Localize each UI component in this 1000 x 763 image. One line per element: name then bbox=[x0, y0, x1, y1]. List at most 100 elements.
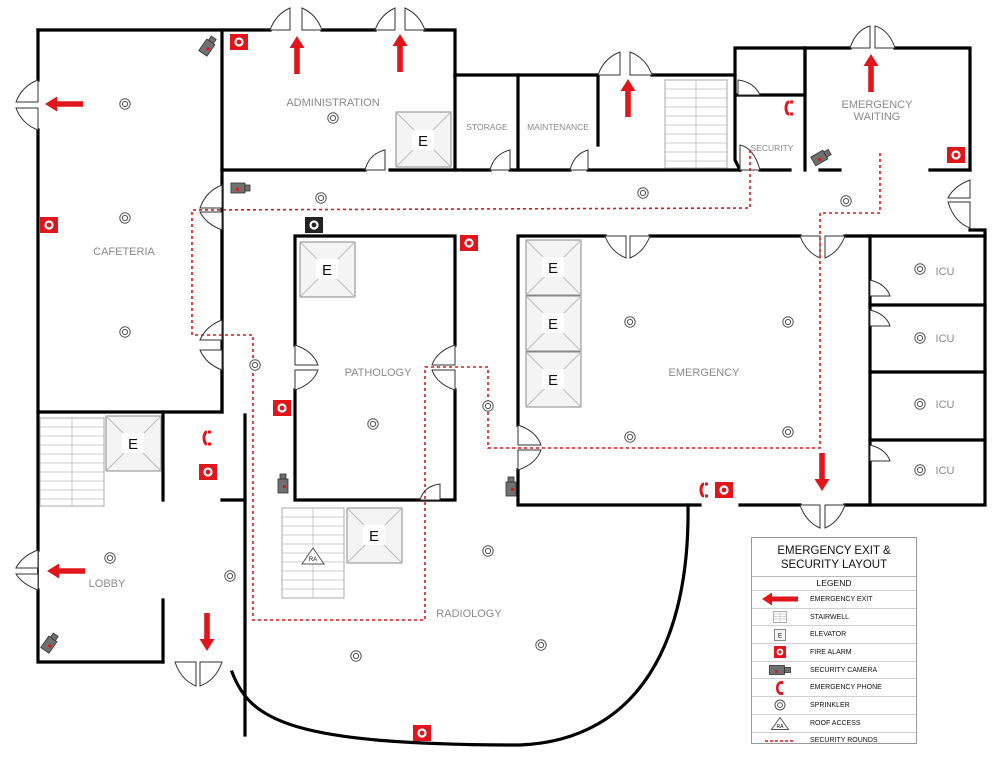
emergency-phone-icon bbox=[202, 429, 213, 447]
svg-text:RA: RA bbox=[777, 724, 785, 730]
exit-arrow-icon bbox=[392, 34, 408, 72]
legend: EMERGENCY EXIT & SECURITY LAYOUT LEGEND … bbox=[751, 537, 917, 744]
fire-alarm-icon bbox=[947, 147, 965, 163]
sprinkler-icon bbox=[624, 431, 636, 443]
legend-item: SECURITY CAMERA bbox=[752, 660, 916, 679]
room-label-pathology: PATHOLOGY bbox=[345, 367, 412, 379]
svg-text:E: E bbox=[418, 133, 428, 150]
sprinkler-icon bbox=[535, 639, 547, 651]
sprinkler-icon bbox=[782, 426, 794, 438]
roof-access-icon: RA bbox=[301, 547, 325, 565]
exit-arrow-icon bbox=[47, 563, 85, 579]
sprinkler-icon bbox=[782, 316, 794, 328]
legend-title: EMERGENCY EXIT & SECURITY LAYOUT bbox=[777, 545, 891, 571]
sprinkler-icon bbox=[914, 398, 926, 410]
svg-text:E: E bbox=[369, 528, 379, 545]
legend-item: E ELEVATOR bbox=[752, 625, 916, 643]
legend-item: STAIRWELL bbox=[752, 607, 916, 626]
elevator-emergency-1: E bbox=[525, 239, 582, 296]
sprinkler-icon bbox=[482, 400, 494, 412]
sprinkler-icon bbox=[840, 195, 852, 207]
exit-arrow-icon bbox=[762, 592, 798, 606]
elevator-emergency-3: E bbox=[525, 351, 582, 408]
security-camera-icon bbox=[277, 473, 289, 494]
building-walls bbox=[36, 28, 987, 747]
room-label-emergency-waiting-1: EMERGENCY bbox=[842, 99, 914, 111]
exit-arrow-icon bbox=[289, 36, 305, 74]
sprinkler-icon bbox=[119, 326, 131, 338]
sprinkler-icon bbox=[914, 263, 926, 275]
fire-alarm-icon bbox=[715, 482, 733, 498]
security-rounds-route bbox=[191, 150, 881, 621]
sprinkler-icon bbox=[482, 545, 494, 557]
elevator-icon: E bbox=[774, 628, 786, 641]
security-camera-icon bbox=[505, 476, 517, 497]
elevator-pathology: E bbox=[299, 241, 356, 298]
sprinkler-icon bbox=[119, 98, 131, 110]
svg-text:E: E bbox=[548, 372, 558, 389]
sprinkler-icon bbox=[315, 192, 327, 204]
svg-text:E: E bbox=[128, 436, 138, 453]
legend-item: FIRE ALARM bbox=[752, 643, 916, 661]
sprinkler-icon bbox=[327, 112, 339, 124]
room-label-emergency-waiting-2: WAITING bbox=[854, 111, 901, 123]
fire-alarm-icon bbox=[413, 725, 431, 741]
room-label-security: SECURITY bbox=[751, 143, 794, 153]
elevator-lobby: E bbox=[105, 415, 162, 472]
doors bbox=[15, 7, 971, 687]
sprinkler-icon bbox=[224, 570, 236, 582]
fire-alarm-icon bbox=[199, 464, 217, 480]
fire-alarm-icon bbox=[230, 34, 248, 50]
elevator-radiology: E bbox=[346, 507, 403, 564]
exit-arrow-icon bbox=[814, 453, 830, 491]
room-label-icu-2: ICU bbox=[936, 333, 955, 345]
sprinkler-icon bbox=[637, 187, 649, 199]
security-camera-icon bbox=[769, 665, 791, 675]
security-camera-icon bbox=[810, 147, 833, 167]
room-label-storage: STORAGE bbox=[466, 122, 508, 132]
sprinkler-icon bbox=[350, 650, 362, 662]
room-label-lobby: LOBBY bbox=[89, 578, 126, 590]
sprinkler-icon bbox=[624, 316, 636, 328]
fire-alarm-icon bbox=[774, 646, 786, 659]
sprinkler-icon bbox=[914, 464, 926, 476]
fire-alarm-icon bbox=[305, 217, 323, 233]
fire-alarm-icon bbox=[273, 400, 291, 416]
svg-text:E: E bbox=[322, 262, 332, 279]
exit-arrow-icon bbox=[620, 79, 636, 117]
elevator-emergency-2: E bbox=[525, 295, 582, 352]
fire-alarm-icon bbox=[460, 235, 478, 251]
sprinkler-icon bbox=[119, 212, 131, 224]
exit-arrow-icon bbox=[199, 613, 215, 651]
sprinkler-icon bbox=[914, 332, 926, 344]
stairwell-lobby bbox=[39, 417, 105, 507]
legend-item: RA ROOF ACCESS bbox=[752, 713, 916, 732]
svg-text:E: E bbox=[548, 316, 558, 333]
security-camera-icon bbox=[40, 631, 61, 654]
room-label-icu-3: ICU bbox=[936, 399, 955, 411]
svg-text:E: E bbox=[548, 260, 558, 277]
elevator-admin: E bbox=[395, 111, 452, 168]
sprinkler-icon bbox=[774, 699, 786, 711]
room-label-icu-4: ICU bbox=[936, 465, 955, 477]
exit-arrow-icon bbox=[863, 54, 879, 92]
room-label-administration: ADMINISTRATION bbox=[286, 97, 379, 109]
roof-access-icon: RA bbox=[771, 716, 789, 730]
room-label-cafeteria: CAFETERIA bbox=[93, 246, 155, 258]
room-label-icu-1: ICU bbox=[936, 266, 955, 278]
room-label-radiology: RADIOLOGY bbox=[436, 608, 502, 620]
legend-item: SPRINKLER bbox=[752, 696, 916, 714]
svg-text:RA: RA bbox=[309, 557, 317, 563]
security-camera-icon bbox=[198, 34, 219, 57]
fire-alarm-icon bbox=[40, 217, 58, 233]
legend-item: EMERGENCY PHONE bbox=[752, 678, 916, 696]
security-camera-icon bbox=[230, 182, 251, 194]
sprinkler-icon bbox=[249, 359, 261, 371]
legend-heading: LEGEND bbox=[752, 576, 916, 590]
security-rounds-icon bbox=[765, 740, 795, 742]
emergency-phone-icon bbox=[699, 481, 710, 499]
svg-text:E: E bbox=[778, 633, 782, 639]
room-label-emergency: EMERGENCY bbox=[669, 367, 741, 379]
sprinkler-icon bbox=[104, 552, 116, 564]
